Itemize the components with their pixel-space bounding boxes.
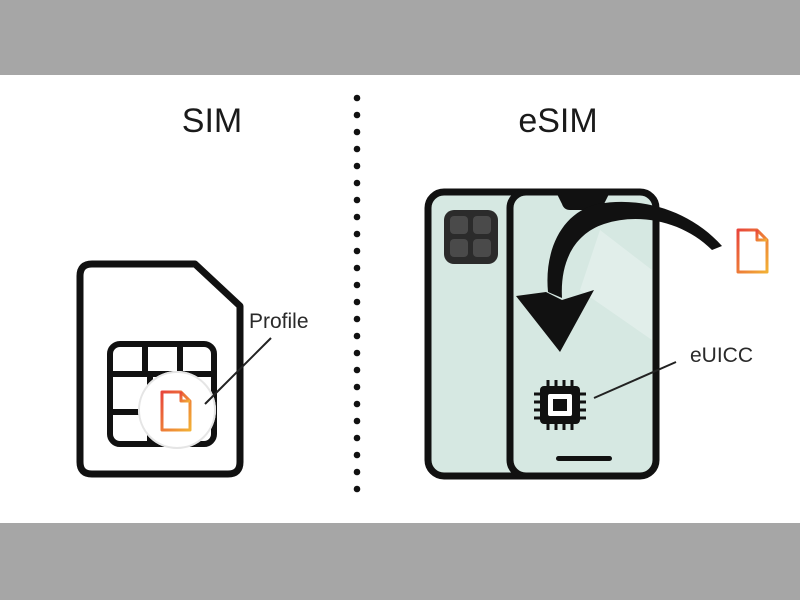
profile-document-icon — [160, 390, 192, 432]
sim-title: SIM — [182, 102, 242, 140]
euicc-callout-line — [593, 361, 677, 399]
dotted-divider — [353, 94, 361, 493]
chip-icon — [534, 380, 586, 430]
profile-label: Profile — [249, 310, 309, 333]
curved-arrow-icon — [516, 201, 722, 352]
profile-document-icon — [736, 228, 769, 274]
sim-card-icon — [76, 260, 244, 478]
profile-callout-line — [204, 337, 272, 405]
esim-title: eSIM — [518, 102, 597, 140]
euicc-label: eUICC — [690, 344, 753, 367]
